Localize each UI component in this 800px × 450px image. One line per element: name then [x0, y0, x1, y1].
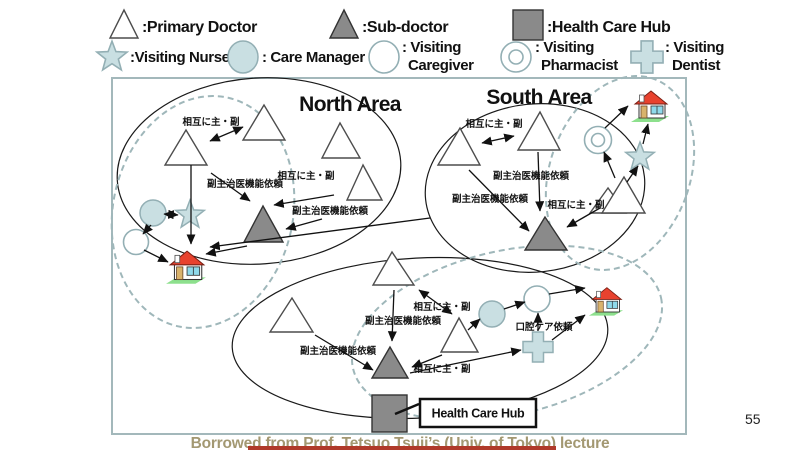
- hub-callout-box: [418, 397, 538, 429]
- staff-icons: [122, 90, 670, 433]
- north-area-title: North Area: [299, 93, 402, 116]
- north-visiting-caregiver-icon: [122, 228, 150, 256]
- bottom-primary-doctor-3: [439, 316, 480, 353]
- hub-callout-line: [394, 402, 420, 416]
- south-mutual-label-2: 相互に主・副: [547, 199, 604, 211]
- legend-visiting-dentist-line1: : Visiting: [665, 39, 724, 56]
- south-visiting-pharmacist-icon: [583, 125, 613, 155]
- north-primary-doctor-3: [320, 121, 362, 159]
- legend-sub-doctor-label: :Sub-doctor: [362, 19, 448, 36]
- legend-care-manager-label: : Care Manager: [262, 49, 365, 66]
- health-care-hub-icon: [512, 9, 544, 41]
- bottom-visiting-caregiver-icon: [523, 285, 551, 313]
- south-subrequest-label-2: 副主治医機能依頼: [452, 193, 529, 205]
- legend-visiting-dentist-line2: Dentist: [672, 57, 720, 74]
- bottom-red-bar: [248, 446, 556, 450]
- care-manager-icon: [227, 40, 259, 74]
- legend-visiting-pharmacist-line1: : Visiting: [535, 39, 594, 56]
- bottom-subrequest-label-2: 副主治医機能依頼: [300, 345, 377, 357]
- north-sub-doctor: [242, 204, 285, 243]
- north-area-ellipse: [116, 77, 402, 265]
- bottom-subrequest-label-1: 副主治医機能依頼: [365, 315, 442, 327]
- sub-doctor-icon: [328, 8, 360, 39]
- bottom-primary-doctor-2: [268, 296, 315, 333]
- legend-visiting-pharmacist-line2: Pharmacist: [541, 57, 618, 74]
- south-area-arrows: [468, 105, 651, 232]
- south-primary-doctor-1: [436, 126, 482, 166]
- bottom-sub-doctor: [370, 345, 410, 379]
- south-area-title: South Area: [486, 86, 592, 109]
- legend-health-care-hub-label: :Health Care Hub: [547, 19, 671, 36]
- hub-callout: Health Care Hub: [394, 397, 538, 429]
- south-mutual-label-1: 相互に主・副: [465, 118, 522, 130]
- legend-visiting-caregiver-line2: Caregiver: [408, 57, 474, 74]
- north-primary-doctor-2: [241, 103, 287, 141]
- doctor-triangles: [163, 103, 647, 379]
- bottom-mutual-label-2: 相互に主・副: [413, 363, 470, 375]
- legend-visiting-caregiver-line1: : Visiting: [402, 39, 461, 56]
- visiting-pharmacist-icon: [500, 41, 532, 73]
- north-subrequest-label-1: 副主治医機能依頼: [207, 178, 284, 190]
- south-primary-doctor-2: [516, 110, 562, 151]
- area-titles: North Area South Area: [299, 86, 593, 116]
- north-mutual-label-1: 相互に主・副: [182, 116, 239, 128]
- bottom-mutual-label-1: 相互に主・副: [413, 301, 470, 313]
- north-mutual-label-2: 相互に主・副: [277, 170, 334, 182]
- legend-primary-doctor-label: :Primary Doctor: [142, 19, 257, 36]
- north-primary-doctor-4: [345, 163, 384, 201]
- oral-care-label: 口腔ケア依頼: [515, 321, 573, 333]
- legend-visiting-nurse-label: :Visiting Nurse: [130, 49, 230, 66]
- south-area-ellipse: [424, 103, 646, 273]
- bottom-primary-doctor-1: [371, 250, 416, 286]
- south-subrequest-label-1: 副主治医機能依頼: [493, 170, 570, 182]
- health-care-hub-square: [371, 394, 408, 433]
- relationship-labels: 相互に主・副 副主治医機能依頼 相互に主・副 副主治医機能依頼 相互に主・副 副…: [182, 116, 604, 375]
- page-number: 55: [745, 411, 761, 427]
- north-subrequest-label-2: 副主治医機能依頼: [292, 205, 369, 217]
- south-primary-doctor-3: [600, 175, 647, 214]
- legend: :Primary Doctor :Sub-doctor :Health Care…: [96, 8, 725, 74]
- north-area-arrows: [142, 126, 431, 263]
- visiting-caregiver-icon: [368, 40, 400, 74]
- bottom-care-manager-icon: [478, 300, 506, 328]
- visiting-nurse-icon: [96, 40, 128, 71]
- north-care-manager-icon: [139, 199, 167, 227]
- south-sub-doctor: [523, 215, 569, 251]
- hub-callout-label: Health Care Hub: [432, 407, 525, 421]
- visiting-dentist-icon: [630, 40, 664, 74]
- bottom-area-arrows: [314, 285, 586, 374]
- primary-doctor-icon: [108, 8, 140, 39]
- north-primary-doctor-1: [163, 128, 209, 166]
